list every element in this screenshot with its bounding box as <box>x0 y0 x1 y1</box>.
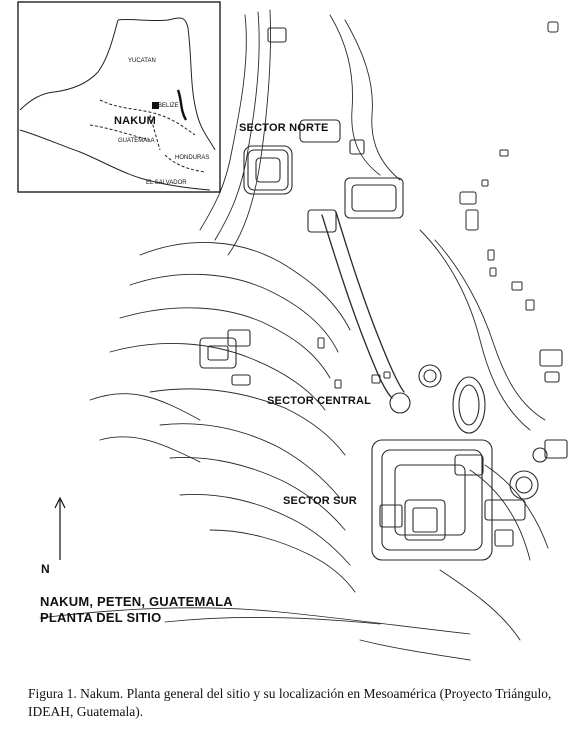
inset-label-el-salvador: EL SALVADOR <box>146 180 187 186</box>
figure-caption: Figura 1. Nakum. Planta general del siti… <box>28 686 552 719</box>
inset-map <box>17 1 221 193</box>
gulf-coastline <box>19 19 119 111</box>
inset-label-guatemala: GUATEMALA <box>118 138 155 144</box>
sector-central-structures <box>199 329 563 434</box>
label-sector-central: SECTOR CENTRAL <box>267 395 372 407</box>
contour-lines-east <box>329 14 549 661</box>
pacific-coastline <box>19 129 211 191</box>
label-sector-norte: SECTOR NORTE <box>239 122 329 134</box>
causeway <box>321 211 405 399</box>
label-sector-sur: SECTOR SUR <box>283 495 357 507</box>
inset-label-belize: BELIZE <box>158 103 179 109</box>
nakum-location-marker <box>152 102 159 109</box>
title-rule-lines <box>39 607 471 635</box>
contour-lines-west <box>89 9 356 593</box>
small-mounds <box>317 21 559 389</box>
site-title-line1: NAKUM, PETEN, GUATEMALA <box>40 594 233 609</box>
inset-label-nakum: NAKUM <box>114 115 156 127</box>
north-label: N <box>41 562 50 576</box>
site-map <box>17 1 568 661</box>
belize-coast-marker <box>176 89 188 121</box>
inset-label-yucatan: YUCATAN <box>128 58 156 64</box>
site-title-line2: PLANTA DEL SITIO <box>40 610 162 625</box>
inset-label-honduras: HONDURAS <box>175 155 210 161</box>
north-arrow <box>54 496 66 560</box>
sector-norte-structures <box>243 27 404 233</box>
sector-sur-structures <box>371 439 568 561</box>
yucatan-coastline <box>117 17 216 151</box>
